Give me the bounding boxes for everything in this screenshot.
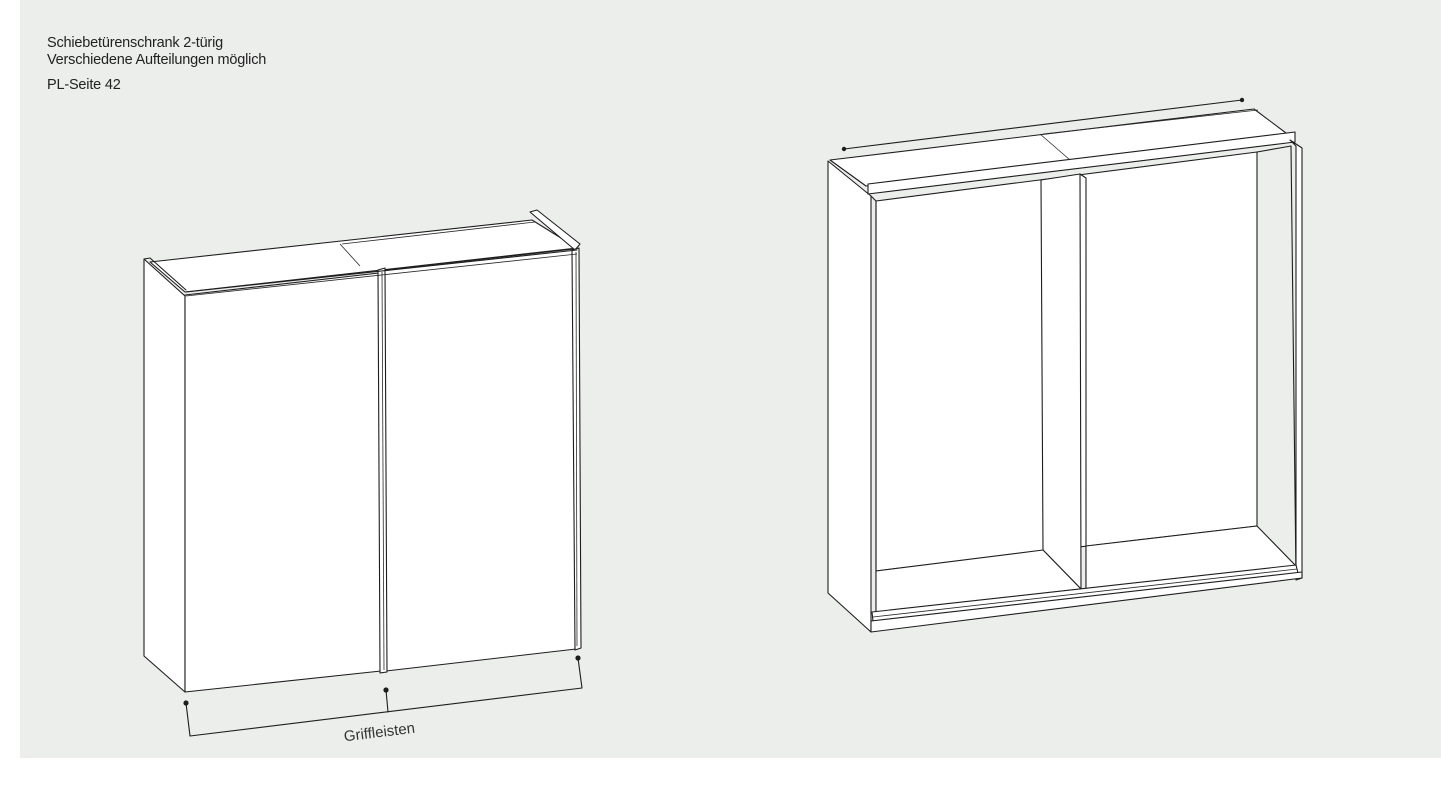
- open-inner-left-edge: [870, 195, 877, 619]
- open-wardrobe: [827, 97, 1303, 633]
- open-top-rail-line: [1042, 109, 1259, 135]
- closed-side-panel: [143, 258, 186, 693]
- closed-rear-rail: [529, 209, 581, 251]
- dimension-line: [843, 99, 1243, 150]
- closed-left-door: [184, 272, 382, 693]
- open-side-panel: [827, 160, 872, 633]
- caption: Schiebetürenschrank 2-türig Verschiedene…: [47, 35, 266, 94]
- open-right-side: [1289, 139, 1303, 581]
- callout-stem-middle: [385, 689, 389, 713]
- closed-top-rail-line: [341, 221, 536, 245]
- callout-bracket: [185, 657, 583, 737]
- middle-handle-strip: [377, 267, 388, 674]
- caption-page-ref: PL-Seite 42: [47, 77, 121, 93]
- open-front-top-rail: [867, 131, 1296, 195]
- closed-wardrobe: Griffleisten: [143, 209, 583, 746]
- open-plinth: [870, 571, 1303, 633]
- handle-callout-label: Griffleisten: [343, 720, 416, 746]
- closed-right-door: [383, 248, 577, 672]
- closed-rail-front-edge: [185, 249, 578, 293]
- right-handle-line: [575, 251, 578, 647]
- open-middle-divider: [1040, 173, 1082, 590]
- closed-rail-front-edge-2: [185, 253, 578, 297]
- divider-top-edge: [1079, 173, 1087, 179]
- caption-title-line2: Verschiedene Aufteilungen möglich: [47, 52, 267, 68]
- open-bottom-rail-groove: [872, 568, 1298, 618]
- closed-top-seam: [339, 243, 361, 267]
- open-top-seam: [1039, 133, 1071, 161]
- caption-title-line1: Schiebetürenschrank 2-türig: [47, 35, 223, 51]
- middle-handle-line: [381, 271, 385, 671]
- open-inner-right-edge: [1256, 145, 1297, 579]
- closed-top-edge-left: [143, 257, 187, 291]
